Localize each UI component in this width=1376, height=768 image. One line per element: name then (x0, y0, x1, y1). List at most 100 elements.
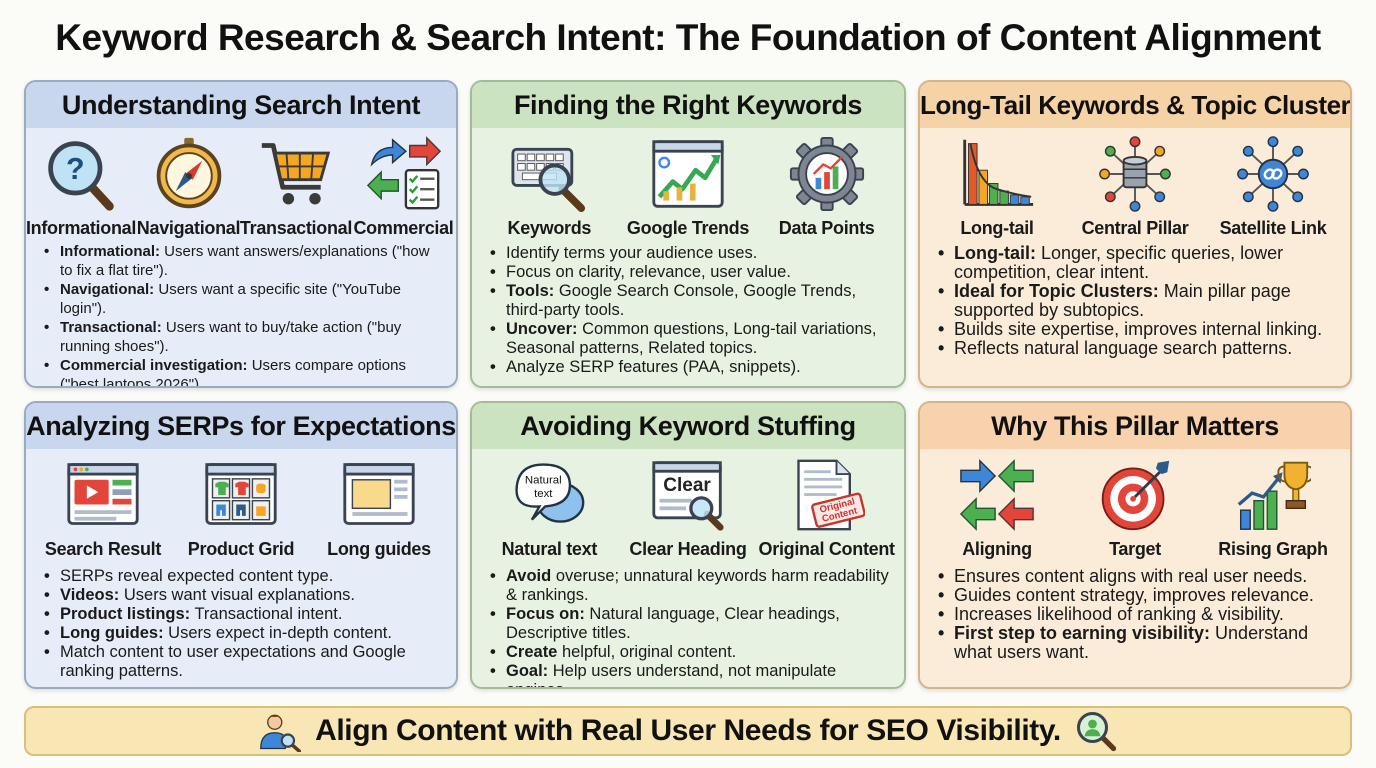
panel-why-matters: Why This Pillar Matters Aligning (918, 401, 1352, 689)
bullet-item: Videos: Users want visual explanations. (42, 586, 446, 605)
bullet-text: Identify terms your audience uses. (506, 244, 758, 262)
bullet-text: Guides content strategy, improves releva… (954, 585, 1314, 605)
icon-transactional: Transactional (239, 136, 353, 239)
panel-avoiding-stuffing: Avoiding Keyword Stuffing Natural text N… (470, 401, 906, 689)
icon-original-content: Original Content Original Content (759, 457, 895, 560)
article-window-icon (343, 463, 415, 525)
bullet-text: Users compare options ("best laptops 202… (60, 357, 406, 388)
icon-label: Natural text (501, 539, 598, 559)
bullet-text: helpful, original content. (557, 643, 737, 661)
user-magnifier-icon (260, 714, 302, 752)
bullet-text: Transactional intent. (190, 605, 343, 623)
bullet-bold: Commercial investigation: (60, 357, 248, 374)
icon-label: Long-tail (960, 218, 1034, 238)
icon-label: Product Grid (187, 539, 295, 559)
icon-label: Target (1109, 539, 1161, 559)
trends-chart-icon (652, 140, 724, 208)
panel-longtail: Long-Tail Keywords & Topic Clusters Long… (918, 80, 1352, 388)
bullet-text: Google Search Console, Google Trends, th… (506, 282, 857, 319)
bullet-bold: Uncover: (506, 320, 578, 338)
bullet-list: Avoid overuse; unnatural keywords harm r… (488, 567, 894, 687)
heading-window-magnifier-icon: Clear (652, 461, 724, 531)
bullet-bold: Ideal for Topic Clusters: (954, 281, 1159, 301)
bullet-text: Builds site expertise, improves internal… (954, 319, 1323, 339)
page-title: Keyword Research & Search Intent: The Fo… (55, 17, 1321, 58)
bullet-item: Transactional: Users want to buy/take ac… (42, 318, 446, 356)
bullet-bold: Long-tail: (954, 243, 1036, 263)
video-result-window-icon (67, 463, 139, 525)
icon-keywords: Keywords (494, 136, 604, 239)
icon-commercial: Commercial (351, 136, 456, 239)
bullet-text: Longer, specific queries, lower competit… (954, 243, 1284, 282)
bullet-item: Builds site expertise, improves internal… (936, 319, 1340, 340)
database-hub-icon (1099, 136, 1171, 212)
panel-heading: Analyzing SERPs for Expectations (26, 403, 456, 449)
panel-heading: Understanding Search Intent (26, 82, 456, 128)
icon-label: Search Result (44, 539, 162, 559)
icon-navigational: Navigational (136, 136, 241, 239)
bullet-bold: Navigational: (60, 281, 155, 298)
icon-rising-graph: Rising Graph (1218, 457, 1328, 560)
bullet-text: Users want a specific site ("YouTube log… (60, 281, 402, 317)
bullet-item: Uncover: Common questions, Long-tail var… (488, 320, 894, 358)
bullet-bold: Focus on: (506, 605, 585, 623)
icon-label: Rising Graph (1218, 539, 1328, 559)
icon-label: Transactional (239, 218, 353, 238)
bullet-bold: Tools: (506, 282, 555, 300)
bullet-text: Users want answers/explanations ("how to… (60, 243, 430, 279)
bullet-text: Help users understand, not manipulate en… (506, 662, 837, 687)
bullet-bold: First step to earning visibility: (954, 623, 1211, 643)
icon-aligning: Aligning (942, 457, 1052, 560)
bullet-text: Common questions, Long-tail variations, … (506, 320, 877, 357)
bullet-text: Users want to buy/take action ("buy runn… (60, 319, 402, 355)
bullet-list: Long-tail: Longer, specific queries, low… (936, 244, 1340, 359)
icon-search-result: Search Result (44, 457, 162, 560)
bullet-bold: Long guides: (60, 624, 164, 642)
target-icon (1101, 460, 1170, 531)
icon-informational: ? Informational (26, 136, 136, 239)
icon-label: Original Content (758, 539, 896, 559)
bullet-list: SERPs reveal expected content type.Video… (42, 567, 446, 681)
icon-product-grid: Product Grid (186, 457, 296, 560)
bullet-text: Ensures content aligns with real user ne… (954, 566, 1308, 586)
shopping-cart-icon (261, 143, 331, 205)
bullet-text: overuse; unnatural keywords harm readabi… (506, 567, 889, 604)
bullet-bold: Create (506, 643, 558, 661)
bullet-item: Navigational: Users want a specific site… (42, 280, 446, 318)
product-grid-window-icon (205, 463, 277, 525)
bullet-item: Reflects natural language search pattern… (936, 338, 1340, 359)
icon-label: Commercial (353, 218, 454, 238)
icon-label: Navigational (136, 218, 241, 238)
bullet-item: Create helpful, original content. (488, 643, 894, 662)
bullet-text: Natural language, Clear headings, Descri… (506, 605, 840, 642)
link-network-icon (1237, 136, 1309, 212)
icon-data-points: Data Points (772, 136, 882, 239)
panel-search-intent: Understanding Search Intent ? Informatio… (24, 80, 458, 388)
bullet-item: SERPs reveal expected content type. (42, 567, 446, 586)
bullet-list: Identify terms your audience uses.Focus … (488, 244, 894, 377)
bullet-item: Ideal for Topic Clusters: Main pillar pa… (936, 282, 1340, 320)
icon-label: Keywords (507, 218, 592, 238)
panel-heading: Avoiding Keyword Stuffing (472, 403, 904, 449)
icon-label: Informational (25, 218, 137, 238)
bullet-item: Commercial investigation: Users compare … (42, 356, 446, 388)
bullet-item: Focus on: Natural language, Clear headin… (488, 605, 894, 643)
bullet-item: Identify terms your audience uses. (488, 244, 894, 263)
icon-natural-text: Natural text Natural text (494, 457, 604, 560)
bullet-item: Long-tail: Longer, specific queries, low… (936, 244, 1340, 282)
icon-central-pillar: Central Pillar (1080, 136, 1190, 239)
bullet-text: Users expect in-depth content. (163, 624, 392, 642)
bullet-bold: Goal: (506, 662, 549, 680)
bullet-bold: Avoid (506, 567, 552, 585)
icon-label: Long guides (327, 539, 431, 559)
bullet-item: Ensures content aligns with real user ne… (936, 566, 1340, 587)
bullet-text: Reflects natural language search pattern… (954, 338, 1293, 358)
bullet-text: Users want visual explanations. (119, 586, 355, 604)
panel-heading: Finding the Right Keywords (472, 82, 904, 128)
icon-clear-heading: Clear Clear Heading (629, 457, 747, 560)
bullet-list: Informational: Users want answers/explan… (42, 242, 446, 388)
bullet-bold: Transactional: (60, 319, 162, 336)
bullet-text: Understand what users want. (954, 623, 1309, 662)
panel-finding-keywords: Finding the Right Keywords Keywords (470, 80, 906, 388)
icon-label: Data Points (778, 218, 875, 238)
